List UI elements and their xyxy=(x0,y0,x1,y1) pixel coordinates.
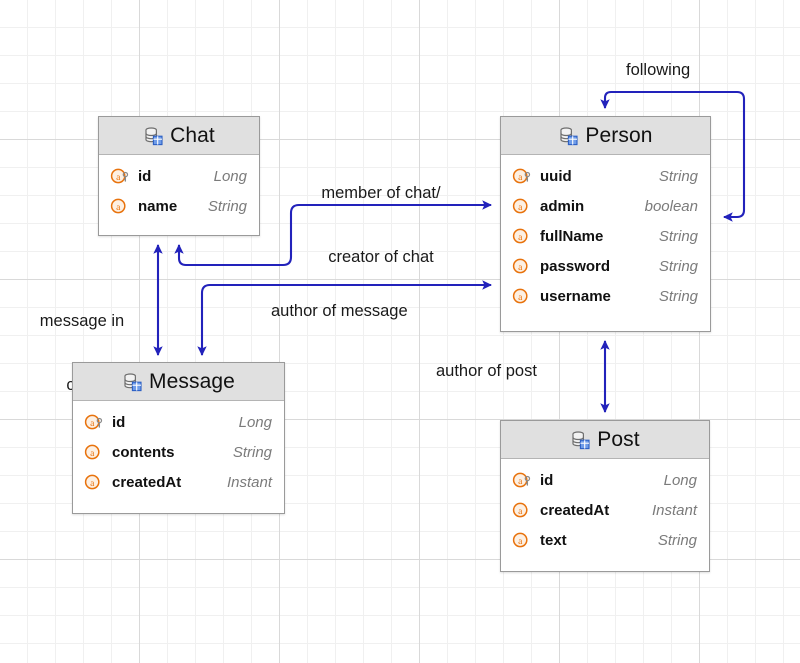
entity-title-person: Person xyxy=(585,123,653,147)
entity-attributes-chat: a id Long a name String xyxy=(99,155,259,229)
attribute-name: createdAt xyxy=(112,473,182,491)
attribute-icon: a xyxy=(110,197,131,215)
attribute-name: admin xyxy=(540,197,585,215)
attribute-key-icon: a xyxy=(110,167,131,185)
attribute-type: boolean xyxy=(644,197,698,215)
attribute-row[interactable]: a createdAt Instant xyxy=(84,467,272,497)
entity-header-message[interactable]: Message xyxy=(73,363,284,401)
attribute-type: String xyxy=(657,531,697,549)
attribute-type: String xyxy=(658,227,698,245)
edge-label-message-in-chat-line1: message in xyxy=(39,312,125,331)
attribute-row[interactable]: a uuid String xyxy=(512,161,698,191)
svg-text:a: a xyxy=(90,478,95,489)
entity-message[interactable]: Message a id Long a contents String a createdAt I… xyxy=(72,362,285,514)
attribute-name: id xyxy=(112,413,126,431)
attribute-name: id xyxy=(540,471,554,489)
attribute-row[interactable]: a name String xyxy=(110,191,247,221)
attribute-name: password xyxy=(540,257,611,275)
entity-title-chat: Chat xyxy=(170,123,215,147)
attribute-type: String xyxy=(658,257,698,275)
entity-title-post: Post xyxy=(597,427,640,451)
database-table-icon xyxy=(143,126,163,146)
edge-label-author-of-post: author of post xyxy=(436,362,537,380)
svg-text:a: a xyxy=(518,232,523,243)
attribute-name: username xyxy=(540,287,611,305)
entity-chat[interactable]: Chat a id Long a name String xyxy=(98,116,260,236)
attribute-icon: a xyxy=(512,531,533,549)
attribute-name: uuid xyxy=(540,167,572,185)
attribute-icon: a xyxy=(512,287,533,305)
svg-text:a: a xyxy=(518,262,523,273)
attribute-key-icon: a xyxy=(512,167,533,185)
entity-attributes-post: a id Long a createdAt Instant a text String xyxy=(501,459,709,563)
entity-attributes-message: a id Long a contents String a createdAt Instant xyxy=(73,401,284,505)
svg-text:a: a xyxy=(90,448,95,459)
attribute-row[interactable]: a contents String xyxy=(84,437,272,467)
attribute-icon: a xyxy=(512,257,533,275)
svg-text:a: a xyxy=(518,172,523,183)
entity-post[interactable]: Post a id Long a createdAt Instant a text String xyxy=(500,420,710,572)
attribute-row[interactable]: a password String xyxy=(512,251,698,281)
attribute-name: contents xyxy=(112,443,175,461)
attribute-type: Instant xyxy=(651,501,697,519)
attribute-row[interactable]: a id Long xyxy=(110,161,247,191)
attribute-key-icon: a xyxy=(84,413,105,431)
attribute-type: String xyxy=(658,167,698,185)
attribute-name: fullName xyxy=(540,227,604,245)
attribute-type: Long xyxy=(663,471,697,489)
attribute-icon: a xyxy=(512,227,533,245)
attribute-type: Long xyxy=(238,413,272,431)
attribute-key-icon: a xyxy=(512,471,533,489)
entity-header-post[interactable]: Post xyxy=(501,421,709,459)
attribute-type: String xyxy=(658,287,698,305)
attribute-row[interactable]: a fullName String xyxy=(512,221,698,251)
attribute-icon: a xyxy=(84,443,105,461)
attribute-name: name xyxy=(138,197,178,215)
attribute-row[interactable]: a id Long xyxy=(84,407,272,437)
edge-label-member-of-chat: member of chat/ creator of chat xyxy=(295,141,467,310)
database-table-icon xyxy=(558,126,578,146)
svg-text:a: a xyxy=(518,292,523,303)
attribute-icon: a xyxy=(512,501,533,519)
attribute-row[interactable]: a createdAt Instant xyxy=(512,495,697,525)
attribute-row[interactable]: a id Long xyxy=(512,465,697,495)
attribute-type: Long xyxy=(213,167,247,185)
edge-label-member-of-chat-line2: creator of chat xyxy=(328,247,434,266)
entity-header-chat[interactable]: Chat xyxy=(99,117,259,155)
svg-text:a: a xyxy=(116,202,121,213)
svg-text:a: a xyxy=(518,476,523,487)
entity-header-person[interactable]: Person xyxy=(501,117,710,155)
attribute-icon: a xyxy=(84,473,105,491)
svg-text:a: a xyxy=(518,202,523,213)
svg-text:a: a xyxy=(518,536,523,547)
database-table-icon xyxy=(122,372,142,392)
edge-label-member-of-chat-line1: member of chat/ xyxy=(321,184,441,203)
attribute-name: createdAt xyxy=(540,501,610,519)
attribute-name: id xyxy=(138,167,152,185)
edge-label-author-of-message: author of message xyxy=(271,302,408,320)
svg-text:a: a xyxy=(90,418,95,429)
database-table-icon xyxy=(570,430,590,450)
attribute-type: Instant xyxy=(226,473,272,491)
attribute-row[interactable]: a text String xyxy=(512,525,697,555)
entity-title-message: Message xyxy=(149,369,235,393)
attribute-row[interactable]: a admin boolean xyxy=(512,191,698,221)
attribute-name: text xyxy=(540,531,567,549)
attribute-type: String xyxy=(207,197,247,215)
svg-text:a: a xyxy=(116,172,121,183)
attribute-type: String xyxy=(232,443,272,461)
edge-label-following: following xyxy=(626,61,691,79)
attribute-icon: a xyxy=(512,197,533,215)
attribute-row[interactable]: a username String xyxy=(512,281,698,311)
svg-text:a: a xyxy=(518,506,523,517)
